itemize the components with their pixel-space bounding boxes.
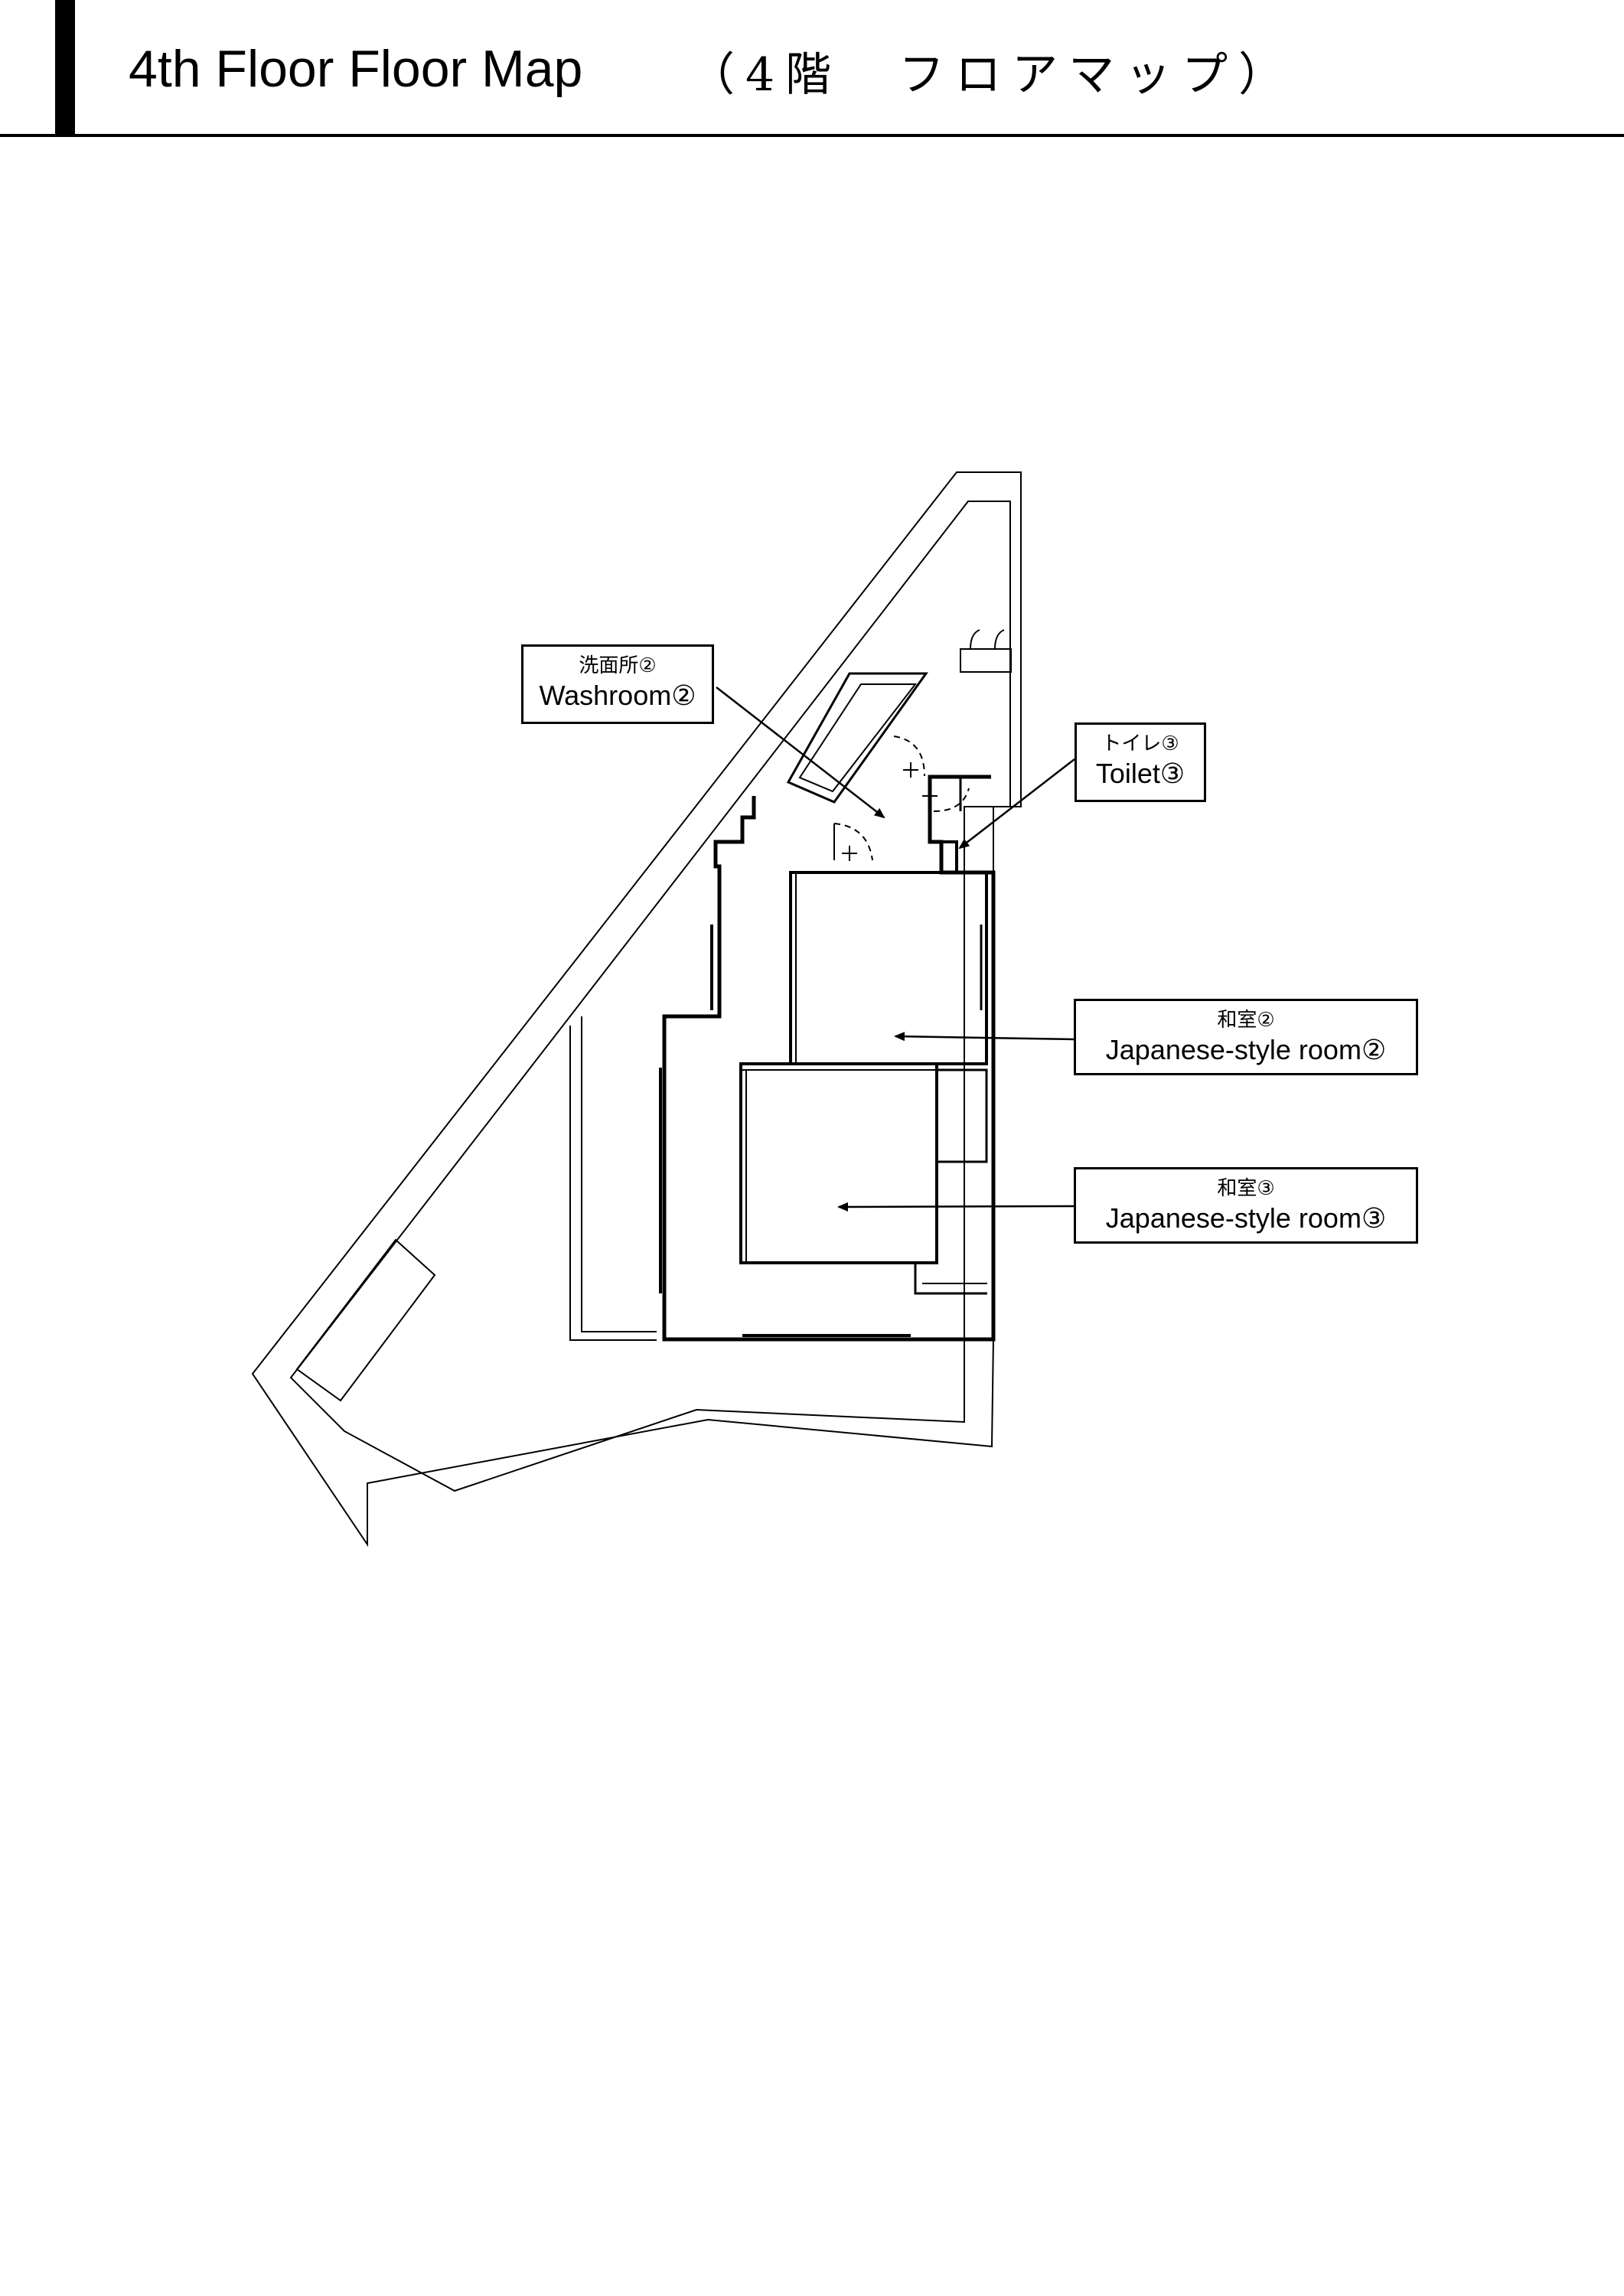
page-title: 4th Floor Floor Map [129, 40, 583, 98]
closet-room3 [935, 1068, 988, 1163]
counter-upper [786, 672, 928, 804]
label-room2: 和室② Japanese-style room② [1074, 999, 1418, 1075]
arrow-room3 [837, 1202, 1075, 1212]
label-washroom-en: Washroom② [539, 680, 696, 711]
page-title-japanese: （4階 フロアマップ） [689, 48, 1296, 102]
label-toilet: トイレ③ Toilet③ [1075, 722, 1206, 802]
veranda-line [569, 1026, 657, 1341]
arrow-toilet [958, 758, 1075, 850]
label-room3-en: Japanese-style room③ [1105, 1202, 1387, 1234]
outer-boundary [251, 471, 1022, 1548]
label-room2-en: Japanese-style room② [1105, 1034, 1387, 1065]
room2-outline [789, 871, 988, 1065]
label-washroom-jp: 洗面所② [579, 654, 657, 677]
label-toilet-en: Toilet③ [1095, 758, 1185, 789]
door-swing-toilet [933, 788, 970, 812]
header-accent-bar [55, 0, 75, 136]
building-outline [662, 775, 996, 1342]
label-room3: 和室③ Japanese-style room③ [1074, 1167, 1418, 1244]
room3-outline [739, 1062, 938, 1264]
door-swing-upper [893, 735, 925, 777]
arrow-washroom [716, 687, 885, 819]
header-divider [0, 134, 1624, 137]
arrow-room2 [894, 1032, 1075, 1042]
fixture-top-right [960, 648, 1012, 673]
toilet-enclosure [941, 840, 958, 871]
label-washroom: 洗面所② Washroom② [521, 644, 714, 724]
label-room2-jp: 和室② [1217, 1009, 1275, 1032]
label-room3-jp: 和室③ [1217, 1177, 1275, 1200]
door-swing-washroom [833, 823, 873, 861]
planter-left [295, 1238, 436, 1402]
label-toilet-jp: トイレ③ [1101, 732, 1179, 755]
